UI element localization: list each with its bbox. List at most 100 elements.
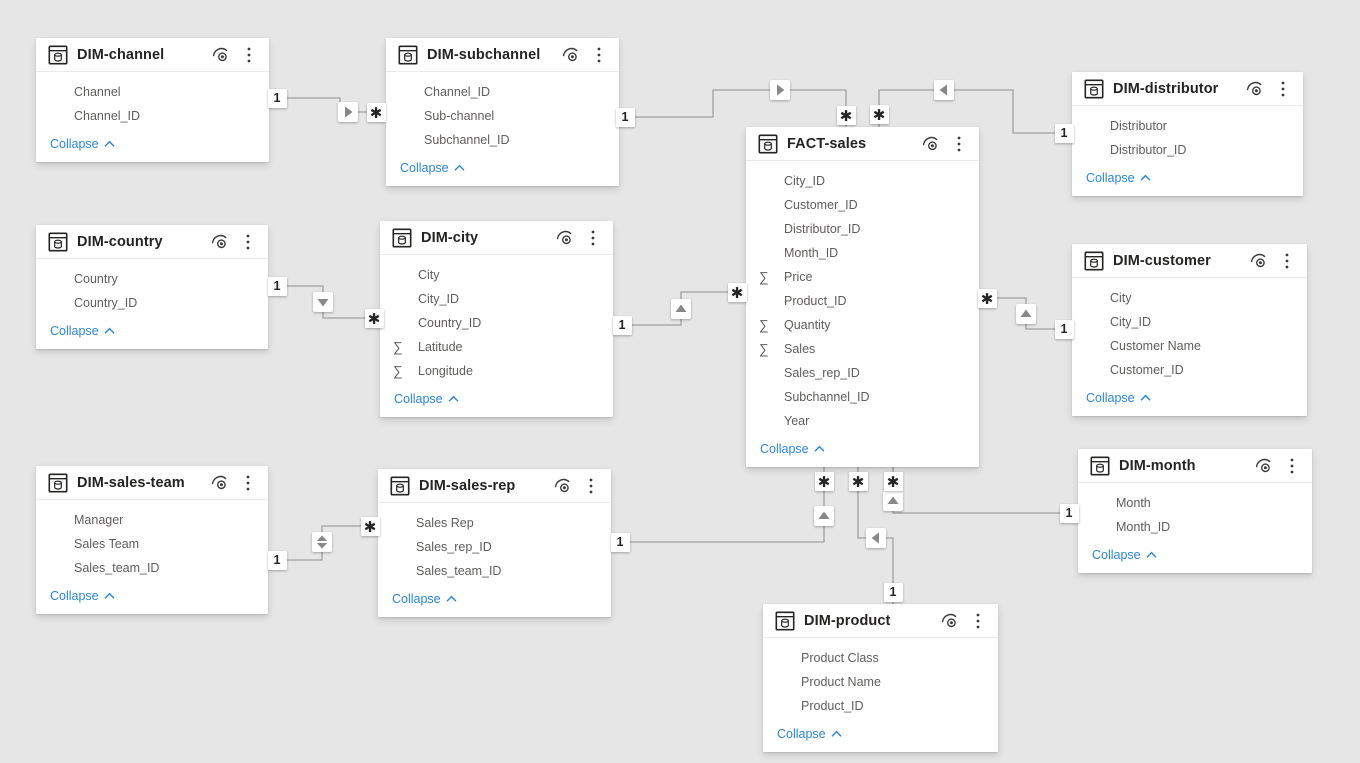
cardinality-label-many[interactable]: ✱ xyxy=(727,282,747,302)
field-Quantity[interactable]: ∑Quantity xyxy=(746,313,979,337)
cardinality-label-many[interactable]: ✱ xyxy=(366,102,386,122)
field-Month[interactable]: Month xyxy=(1078,491,1312,515)
field-Manager[interactable]: Manager xyxy=(36,508,268,532)
collapse-link[interactable]: Collapse xyxy=(50,586,115,605)
field-Country_ID[interactable]: Country_ID xyxy=(380,311,613,335)
cardinality-label-many[interactable]: ✱ xyxy=(360,516,380,536)
collapse-link[interactable]: Collapse xyxy=(50,321,115,340)
field-Product_ID[interactable]: Product_ID xyxy=(746,289,979,313)
filter-direction-up-arrow[interactable] xyxy=(883,491,903,511)
collapse-link[interactable]: Collapse xyxy=(760,439,825,458)
field-Distributor_ID[interactable]: Distributor_ID xyxy=(1072,138,1303,162)
visibility-eye-icon[interactable] xyxy=(209,472,229,494)
relationship-line-DIM-distributor-FACT-sales[interactable] xyxy=(878,89,1076,134)
cardinality-label-one[interactable]: 1 xyxy=(1054,319,1074,339)
field-Subchannel_ID[interactable]: Subchannel_ID xyxy=(746,385,979,409)
visibility-eye-icon[interactable] xyxy=(1244,78,1264,100)
field-Distributor[interactable]: Distributor xyxy=(1072,114,1303,138)
field-City[interactable]: City xyxy=(380,263,613,287)
field-City_ID[interactable]: City_ID xyxy=(380,287,613,311)
visibility-eye-icon[interactable] xyxy=(1248,250,1268,272)
visibility-eye-icon[interactable] xyxy=(920,133,940,155)
cardinality-label-many[interactable]: ✱ xyxy=(977,288,997,308)
field-Year[interactable]: Year xyxy=(746,409,979,433)
filter-direction-down-arrow[interactable] xyxy=(313,292,333,312)
relationship-line-DIM-subchannel-FACT-sales[interactable] xyxy=(615,89,847,132)
relationship-line-DIM-sales-rep-FACT-sales[interactable] xyxy=(607,466,825,543)
collapse-link[interactable]: Collapse xyxy=(1086,388,1151,407)
more-options-icon[interactable] xyxy=(1282,455,1302,477)
visibility-eye-icon[interactable] xyxy=(939,610,959,632)
field-City_ID[interactable]: City_ID xyxy=(1072,310,1307,334)
field-Price[interactable]: ∑Price xyxy=(746,265,979,289)
cardinality-label-one[interactable]: 1 xyxy=(1054,123,1074,143)
cardinality-label-many[interactable]: ✱ xyxy=(836,105,856,125)
field-Channel_ID[interactable]: Channel_ID xyxy=(36,104,269,128)
filter-direction-right-arrow[interactable] xyxy=(338,102,358,122)
cardinality-label-many[interactable]: ✱ xyxy=(869,104,889,124)
more-options-icon[interactable] xyxy=(968,610,988,632)
field-Sales_rep_ID[interactable]: Sales_rep_ID xyxy=(378,535,611,559)
cardinality-label-one[interactable]: 1 xyxy=(267,88,287,108)
field-Subchannel_ID[interactable]: Subchannel_ID xyxy=(386,128,619,152)
cardinality-label-many[interactable]: ✱ xyxy=(883,471,903,491)
field-Sales[interactable]: ∑Sales xyxy=(746,337,979,361)
cardinality-label-many[interactable]: ✱ xyxy=(814,471,834,491)
cardinality-label-one[interactable]: 1 xyxy=(610,532,630,552)
collapse-link[interactable]: Collapse xyxy=(1092,545,1157,564)
field-Customer Name[interactable]: Customer Name xyxy=(1072,334,1307,358)
field-Sub-channel[interactable]: Sub-channel xyxy=(386,104,619,128)
field-Product Name[interactable]: Product Name xyxy=(763,670,998,694)
more-options-icon[interactable] xyxy=(1277,250,1297,272)
field-Country_ID[interactable]: Country_ID xyxy=(36,291,268,315)
field-Month_ID[interactable]: Month_ID xyxy=(1078,515,1312,539)
field-Month_ID[interactable]: Month_ID xyxy=(746,241,979,265)
field-Channel[interactable]: Channel xyxy=(36,80,269,104)
cardinality-label-one[interactable]: 1 xyxy=(883,582,903,602)
collapse-link[interactable]: Collapse xyxy=(1086,168,1151,187)
more-options-icon[interactable] xyxy=(583,227,603,249)
collapse-link[interactable]: Collapse xyxy=(392,589,457,608)
more-options-icon[interactable] xyxy=(238,231,258,253)
more-options-icon[interactable] xyxy=(1273,78,1293,100)
more-options-icon[interactable] xyxy=(949,133,969,155)
cardinality-label-one[interactable]: 1 xyxy=(615,107,635,127)
filter-direction-right-arrow[interactable] xyxy=(770,80,790,100)
visibility-eye-icon[interactable] xyxy=(210,44,230,66)
more-options-icon[interactable] xyxy=(581,475,601,497)
field-Distributor_ID[interactable]: Distributor_ID xyxy=(746,217,979,241)
more-options-icon[interactable] xyxy=(239,44,259,66)
more-options-icon[interactable] xyxy=(589,44,609,66)
field-Sales_rep_ID[interactable]: Sales_rep_ID xyxy=(746,361,979,385)
visibility-eye-icon[interactable] xyxy=(1253,455,1273,477)
collapse-link[interactable]: Collapse xyxy=(400,158,465,177)
more-options-icon[interactable] xyxy=(238,472,258,494)
filter-direction-up-arrow[interactable] xyxy=(814,506,834,526)
cardinality-label-one[interactable]: 1 xyxy=(267,550,287,570)
filter-direction-left-arrow[interactable] xyxy=(934,80,954,100)
field-City[interactable]: City xyxy=(1072,286,1307,310)
cardinality-label-one[interactable]: 1 xyxy=(612,315,632,335)
collapse-link[interactable]: Collapse xyxy=(50,134,115,153)
cardinality-label-many[interactable]: ✱ xyxy=(364,308,384,328)
field-City_ID[interactable]: City_ID xyxy=(746,169,979,193)
field-Product_ID[interactable]: Product_ID xyxy=(763,694,998,718)
cardinality-label-one[interactable]: 1 xyxy=(267,276,287,296)
field-Latitude[interactable]: ∑Latitude xyxy=(380,335,613,359)
collapse-link[interactable]: Collapse xyxy=(394,389,459,408)
field-Country[interactable]: Country xyxy=(36,267,268,291)
visibility-eye-icon[interactable] xyxy=(552,475,572,497)
visibility-eye-icon[interactable] xyxy=(209,231,229,253)
field-Channel_ID[interactable]: Channel_ID xyxy=(386,80,619,104)
filter-direction-both-arrow[interactable] xyxy=(312,532,332,552)
field-Longitude[interactable]: ∑Longitude xyxy=(380,359,613,383)
